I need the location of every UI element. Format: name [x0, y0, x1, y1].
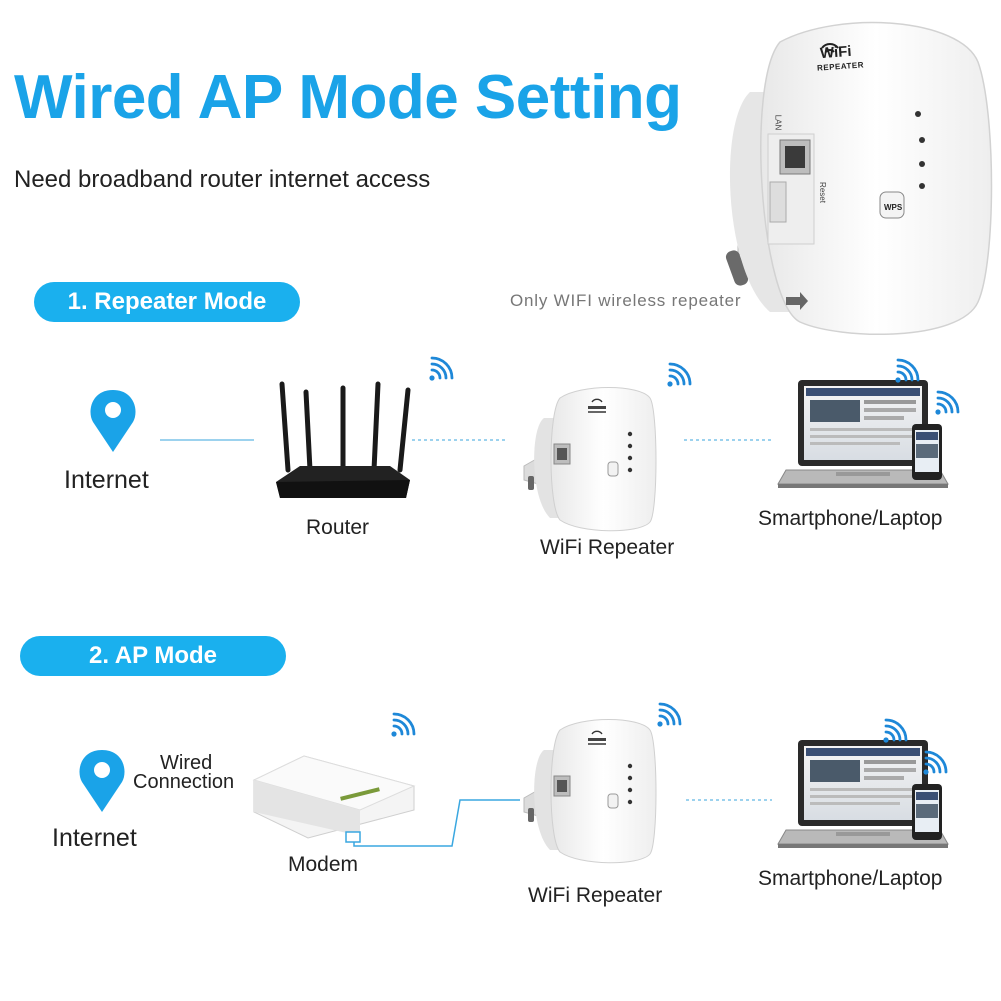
clients-label-1: Smartphone/Laptop [758, 507, 943, 530]
wired-label-line1: Wired [160, 752, 213, 774]
product-reset-label: Reset [817, 182, 827, 203]
wifi-icon-laptop-1 [894, 358, 920, 385]
modem-label: Modem [288, 853, 359, 876]
clients-label-2: Smartphone/Laptop [758, 867, 943, 890]
location-pin-icon-1 [90, 390, 136, 452]
note-text: Only WIFI wireless repeater [510, 291, 742, 310]
location-pin-icon-2 [79, 750, 125, 812]
laptop-phone-image-1 [777, 379, 949, 489]
wifi-icon-repeater-2 [656, 702, 682, 728]
product-wps-label: WPS [884, 203, 903, 212]
repeater-label-1: WiFi Repeater [540, 536, 675, 559]
router-image [276, 381, 411, 498]
wifi-icon-laptop-2 [882, 718, 908, 744]
product-lan-label: LAN [773, 114, 783, 131]
wifi-icon-phone-1 [934, 390, 960, 417]
link-modem-repeater-cable [353, 799, 520, 847]
wifi-icon-repeater-1 [666, 362, 692, 389]
repeater-mode-heading: 1. Repeater Mode [34, 282, 300, 322]
internet-label-2: Internet [52, 824, 137, 852]
product-image [725, 21, 993, 336]
repeater-label-2: WiFi Repeater [528, 884, 663, 907]
wifi-icon-router [427, 356, 454, 383]
router-label: Router [306, 516, 370, 539]
modem-image [252, 755, 416, 843]
arrow-right-icon [786, 292, 808, 310]
ap-mode-heading: 2. AP Mode [20, 636, 286, 676]
page-title: Wired AP Mode Setting [14, 63, 682, 132]
repeater-image-2 [523, 718, 657, 864]
page-subtitle: Need broadband router internet access [14, 166, 431, 193]
repeater-image-1 [523, 386, 657, 532]
wifi-icon-modem [389, 712, 416, 738]
product-logo-top: WiFi [819, 42, 853, 63]
laptop-phone-image-2 [777, 739, 949, 849]
wired-label-line2: Connection [133, 771, 235, 793]
internet-label-1: Internet [64, 466, 149, 494]
